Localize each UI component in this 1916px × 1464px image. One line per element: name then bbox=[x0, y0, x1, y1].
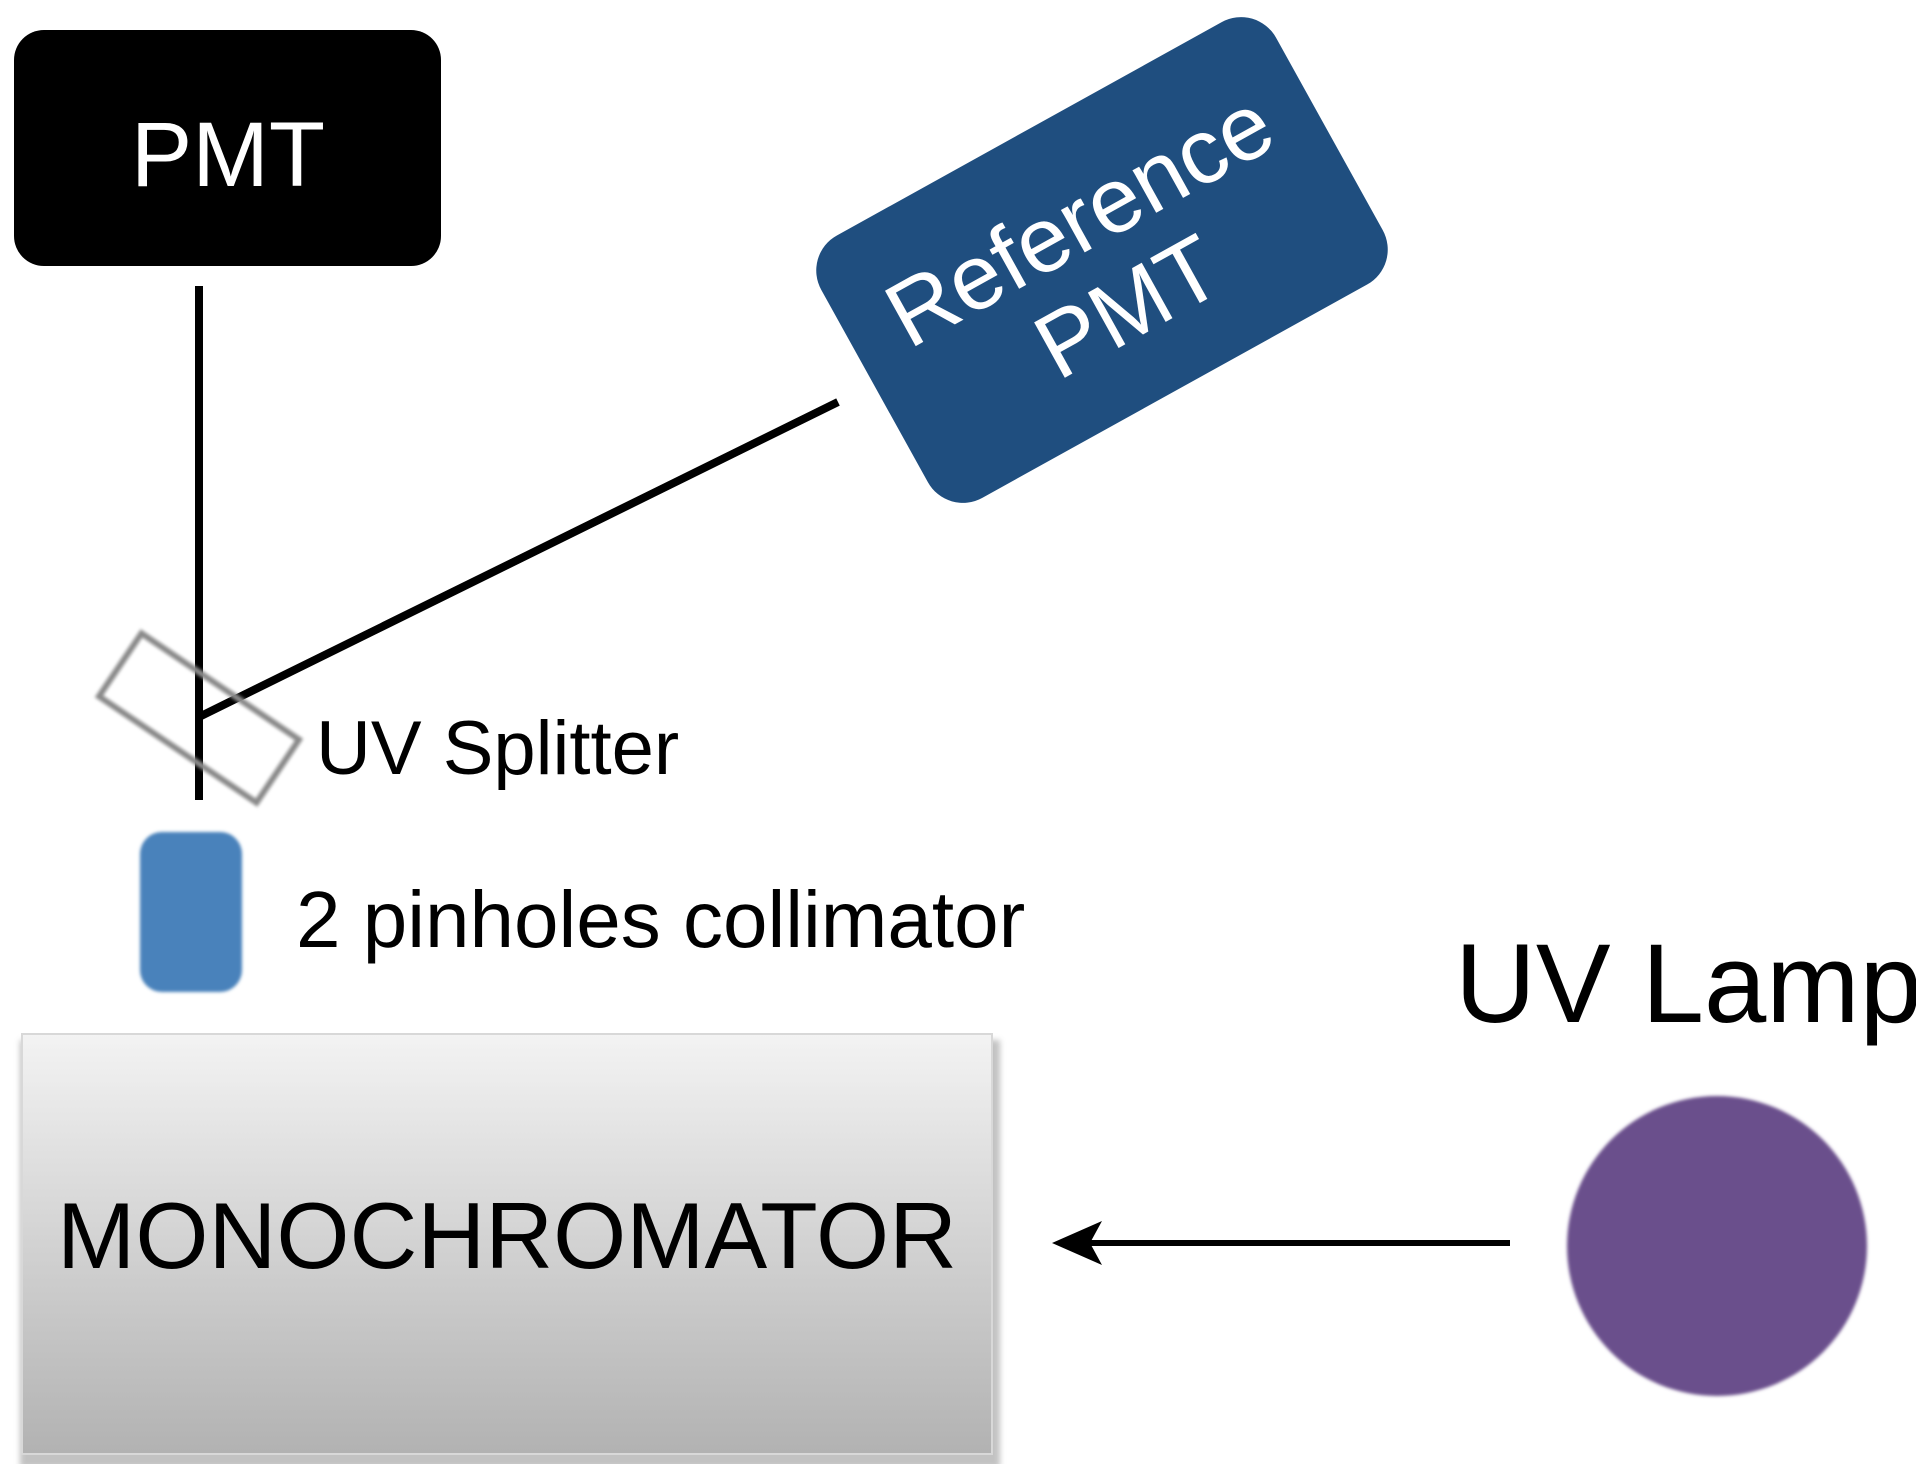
uv-lamp bbox=[1567, 1096, 1867, 1396]
pmt-box bbox=[14, 30, 441, 266]
monochromator-label: MONOCHROMATOR bbox=[57, 1183, 957, 1288]
uv-splitter bbox=[94, 629, 304, 807]
monochromator-box bbox=[21, 1033, 993, 1455]
collimator-label: 2 pinholes collimator bbox=[296, 875, 1025, 964]
monochromator: MONOCHROMATOR bbox=[20, 1033, 1000, 1464]
reference-beam-line bbox=[199, 398, 840, 720]
uv-lamp-label: UV Lamp bbox=[1455, 921, 1916, 1046]
uv-splitter-label: UV Splitter bbox=[316, 706, 679, 791]
lamp-to-monochromator-arrow bbox=[1052, 1221, 1510, 1265]
pmt-detector: PMT bbox=[14, 30, 441, 266]
reference-pmt-box bbox=[816, 17, 1388, 503]
collimator bbox=[140, 832, 242, 992]
reference-pmt-detector: Reference PMT bbox=[816, 17, 1388, 503]
arrowhead bbox=[1052, 1221, 1102, 1265]
pmt-label: PMT bbox=[131, 104, 325, 206]
